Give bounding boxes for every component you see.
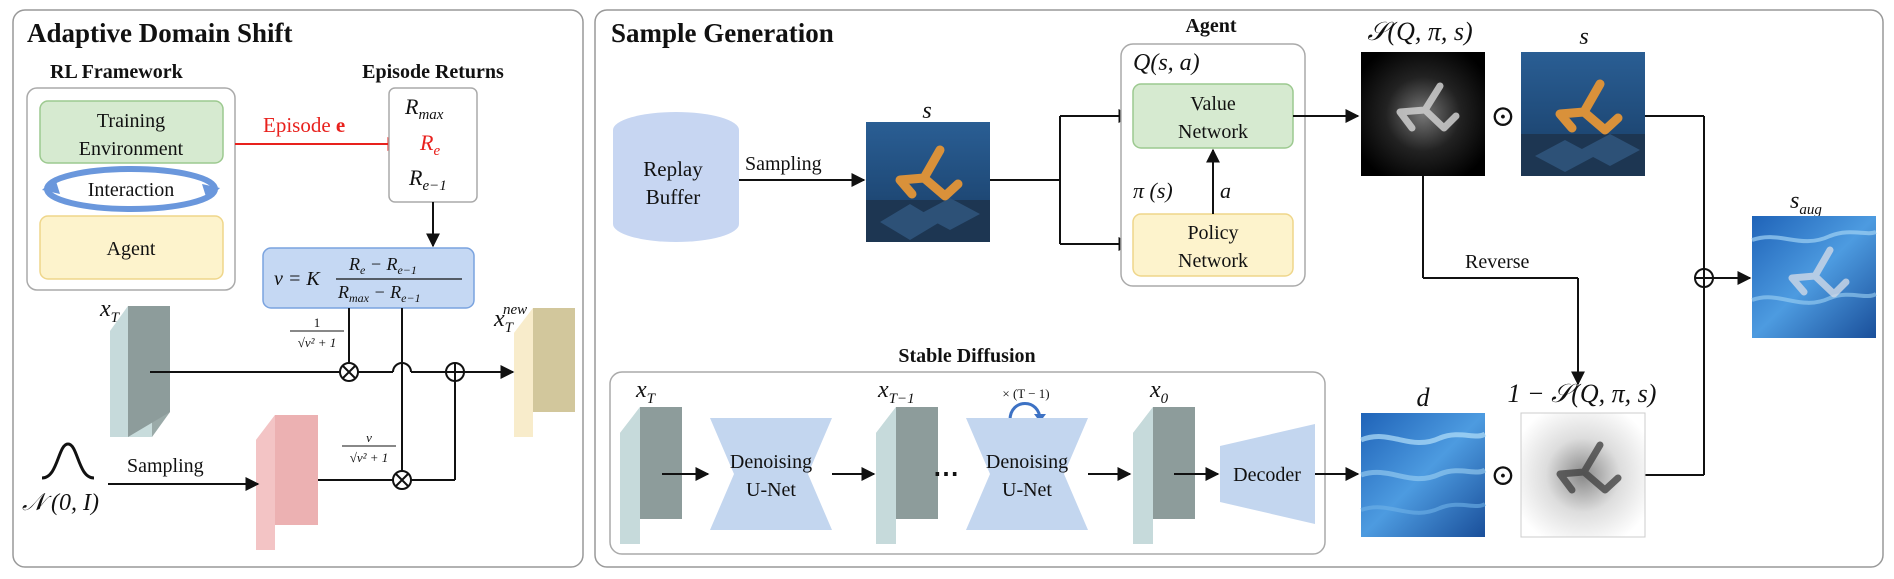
d-label: d (1417, 383, 1431, 412)
value-network-label-1: Value (1190, 93, 1236, 115)
inverse-saliency-image (1520, 412, 1646, 538)
pi-label: π (s) (1133, 178, 1173, 203)
augmented-state-image (1751, 216, 1878, 338)
replay-buffer-cylinder (613, 130, 739, 242)
coef1-num: 1 (314, 315, 321, 330)
training-environment-box (39, 100, 224, 164)
decoder-shape (1220, 424, 1315, 524)
z-slab-side (256, 415, 275, 550)
sd-x-t-slab-face (640, 407, 682, 519)
replay-buffer-label-2: Buffer (646, 185, 700, 209)
repeat-label: × (T − 1) (1002, 386, 1049, 401)
formula-box (262, 247, 475, 309)
replay-buffer-top (613, 112, 739, 148)
agent-label: Agent (107, 238, 156, 260)
r-e-label: Re (419, 130, 440, 159)
formula-numerator: Re − Re−1 (348, 254, 417, 277)
s-aug-label: saug (1790, 188, 1822, 218)
denoise1-shape (710, 418, 832, 530)
left-sampling-label: Sampling (127, 455, 204, 477)
mult1-x (342, 365, 356, 379)
decoder-label: Decoder (1233, 464, 1301, 486)
sd-x-t-label: xT (635, 377, 657, 407)
normal-label: 𝒩 (0, I) (22, 490, 99, 516)
saliency-label: 𝒮(Q, π, s) (1367, 17, 1472, 46)
right-panel-title: Sample Generation (611, 18, 834, 48)
d-image (1360, 413, 1487, 537)
x-0-label: x0 (1149, 377, 1169, 407)
odot2-icon: ⊙ (1490, 459, 1515, 492)
inv-saliency-label: 1 − 𝒮(Q, π, s) (1508, 379, 1657, 408)
z-slab-face (275, 415, 318, 525)
state-image-2 (1521, 52, 1645, 176)
state-image (866, 122, 990, 242)
policy-network-label-2: Network (1178, 250, 1248, 272)
ellipsis-dots: ⋯ (933, 459, 959, 488)
r-e-minus-1-label: Re−1 (408, 165, 447, 194)
saliency-image (1361, 52, 1485, 176)
rl-framework-title: RL Framework (50, 61, 184, 83)
x-0-slab-side (1133, 407, 1153, 544)
interaction-arrow-left-icon (42, 178, 60, 194)
x-t-label: xT (99, 296, 121, 326)
right-add-plus (1695, 269, 1713, 287)
x-t-new-slab-face (533, 308, 575, 412)
x-t-slab-front (110, 306, 128, 437)
coef2-den: √v² + 1 (350, 450, 389, 465)
denoise2-shape (966, 418, 1088, 530)
formula-lhs: v = K (274, 268, 321, 290)
interaction-label: Interaction (88, 179, 175, 201)
mult2-x (395, 473, 409, 487)
sd-x-t-slab-side (620, 407, 640, 544)
training-environment-label-1: Training (97, 110, 165, 132)
state-s-label: s (922, 98, 931, 124)
right-sampling-label: Sampling (745, 153, 822, 175)
r-max-label: Rmax (404, 94, 444, 123)
reverse-label: Reverse (1465, 251, 1530, 273)
agent-title: Agent (1185, 15, 1236, 37)
interaction-arrow-right-icon (202, 184, 220, 200)
x-0-slab-face (1153, 407, 1195, 519)
replay-buffer-label-1: Replay (643, 157, 703, 181)
x-t-new-slab-side (514, 308, 533, 437)
denoise1-label-2: U-Net (746, 479, 796, 501)
state-s2-label: s (1579, 24, 1588, 50)
stable-diffusion-title: Stable Diffusion (898, 345, 1035, 367)
left-panel-title: Adaptive Domain Shift (27, 18, 293, 48)
agent-box (39, 215, 224, 280)
policy-network-label-1: Policy (1187, 222, 1238, 244)
x-t-new-label: xTnew (493, 302, 527, 336)
odot1-icon: ⊙ (1490, 100, 1515, 133)
q-label: Q(s, a) (1133, 50, 1200, 76)
x-t-slab-face (128, 306, 170, 437)
training-environment-label-2: Environment (79, 138, 184, 160)
episode-label: Episode e (263, 113, 345, 137)
add-plus (446, 363, 464, 381)
denoise2-label-2: U-Net (1002, 479, 1052, 501)
coef2-num: v (366, 430, 372, 445)
x-t1-slab-face (896, 407, 938, 519)
formula-denominator: Rmax − Re−1 (337, 282, 421, 305)
episode-returns-title: Episode Returns (362, 61, 504, 83)
a-label: a (1220, 178, 1231, 203)
x-t1-label: xT−1 (877, 377, 915, 407)
coef1-den: √v² + 1 (298, 335, 337, 350)
gaussian-icon (41, 442, 95, 480)
denoise2-label-1: Denoising (986, 451, 1068, 473)
denoise1-label-1: Denoising (730, 451, 812, 473)
x-t1-slab-side (876, 407, 896, 544)
value-network-label-2: Network (1178, 121, 1248, 143)
